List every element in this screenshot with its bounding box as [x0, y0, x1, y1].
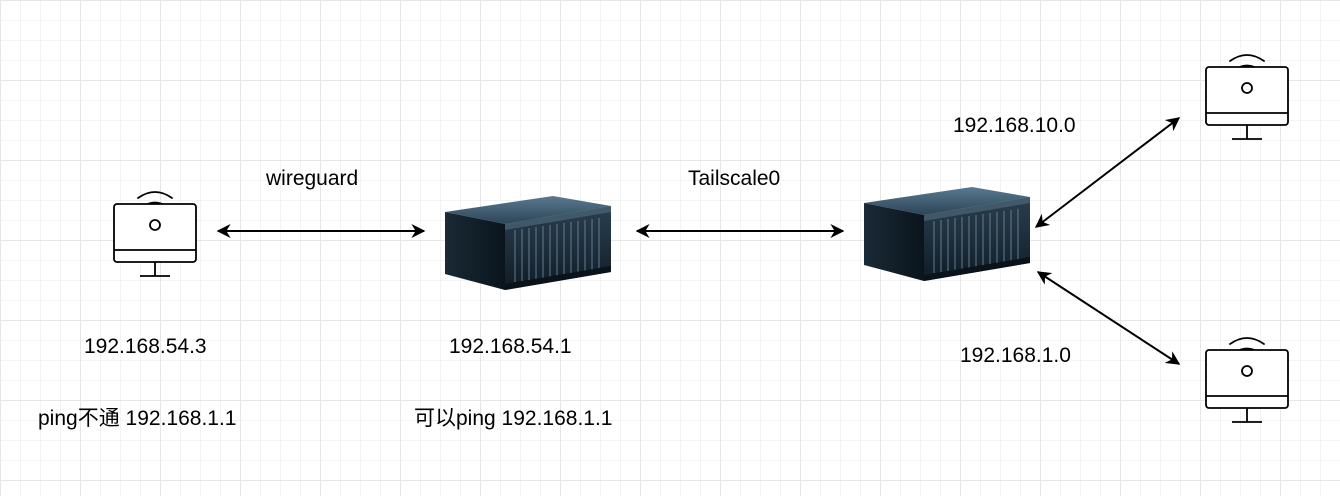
- link-label-tailscale: Tailscale0: [688, 167, 781, 190]
- link-label-subnet-top: 192.168.10.0: [953, 114, 1076, 137]
- edge-subnet-top: [1034, 117, 1181, 228]
- server-b-rack-server-icon: [863, 186, 1031, 282]
- edge-subnet-bottom: [1036, 271, 1181, 365]
- client-pc-ip: 192.168.54.3: [84, 335, 207, 358]
- client-pc-note: ping不通 192.168.1.1: [38, 407, 237, 430]
- server-a-ip: 192.168.54.1: [449, 335, 572, 358]
- link-label-wireguard: wireguard: [266, 167, 359, 190]
- server-a-note: 可以ping 192.168.1.1: [414, 407, 613, 430]
- pc-bottom-right-monitor-wifi-icon: [1205, 337, 1289, 423]
- server-a-rack-server-icon: [444, 195, 612, 291]
- client-pc-monitor-wifi-icon: [113, 191, 197, 277]
- link-label-subnet-bottom: 192.168.1.0: [960, 344, 1071, 367]
- pc-top-right-monitor-wifi-icon: [1205, 54, 1289, 140]
